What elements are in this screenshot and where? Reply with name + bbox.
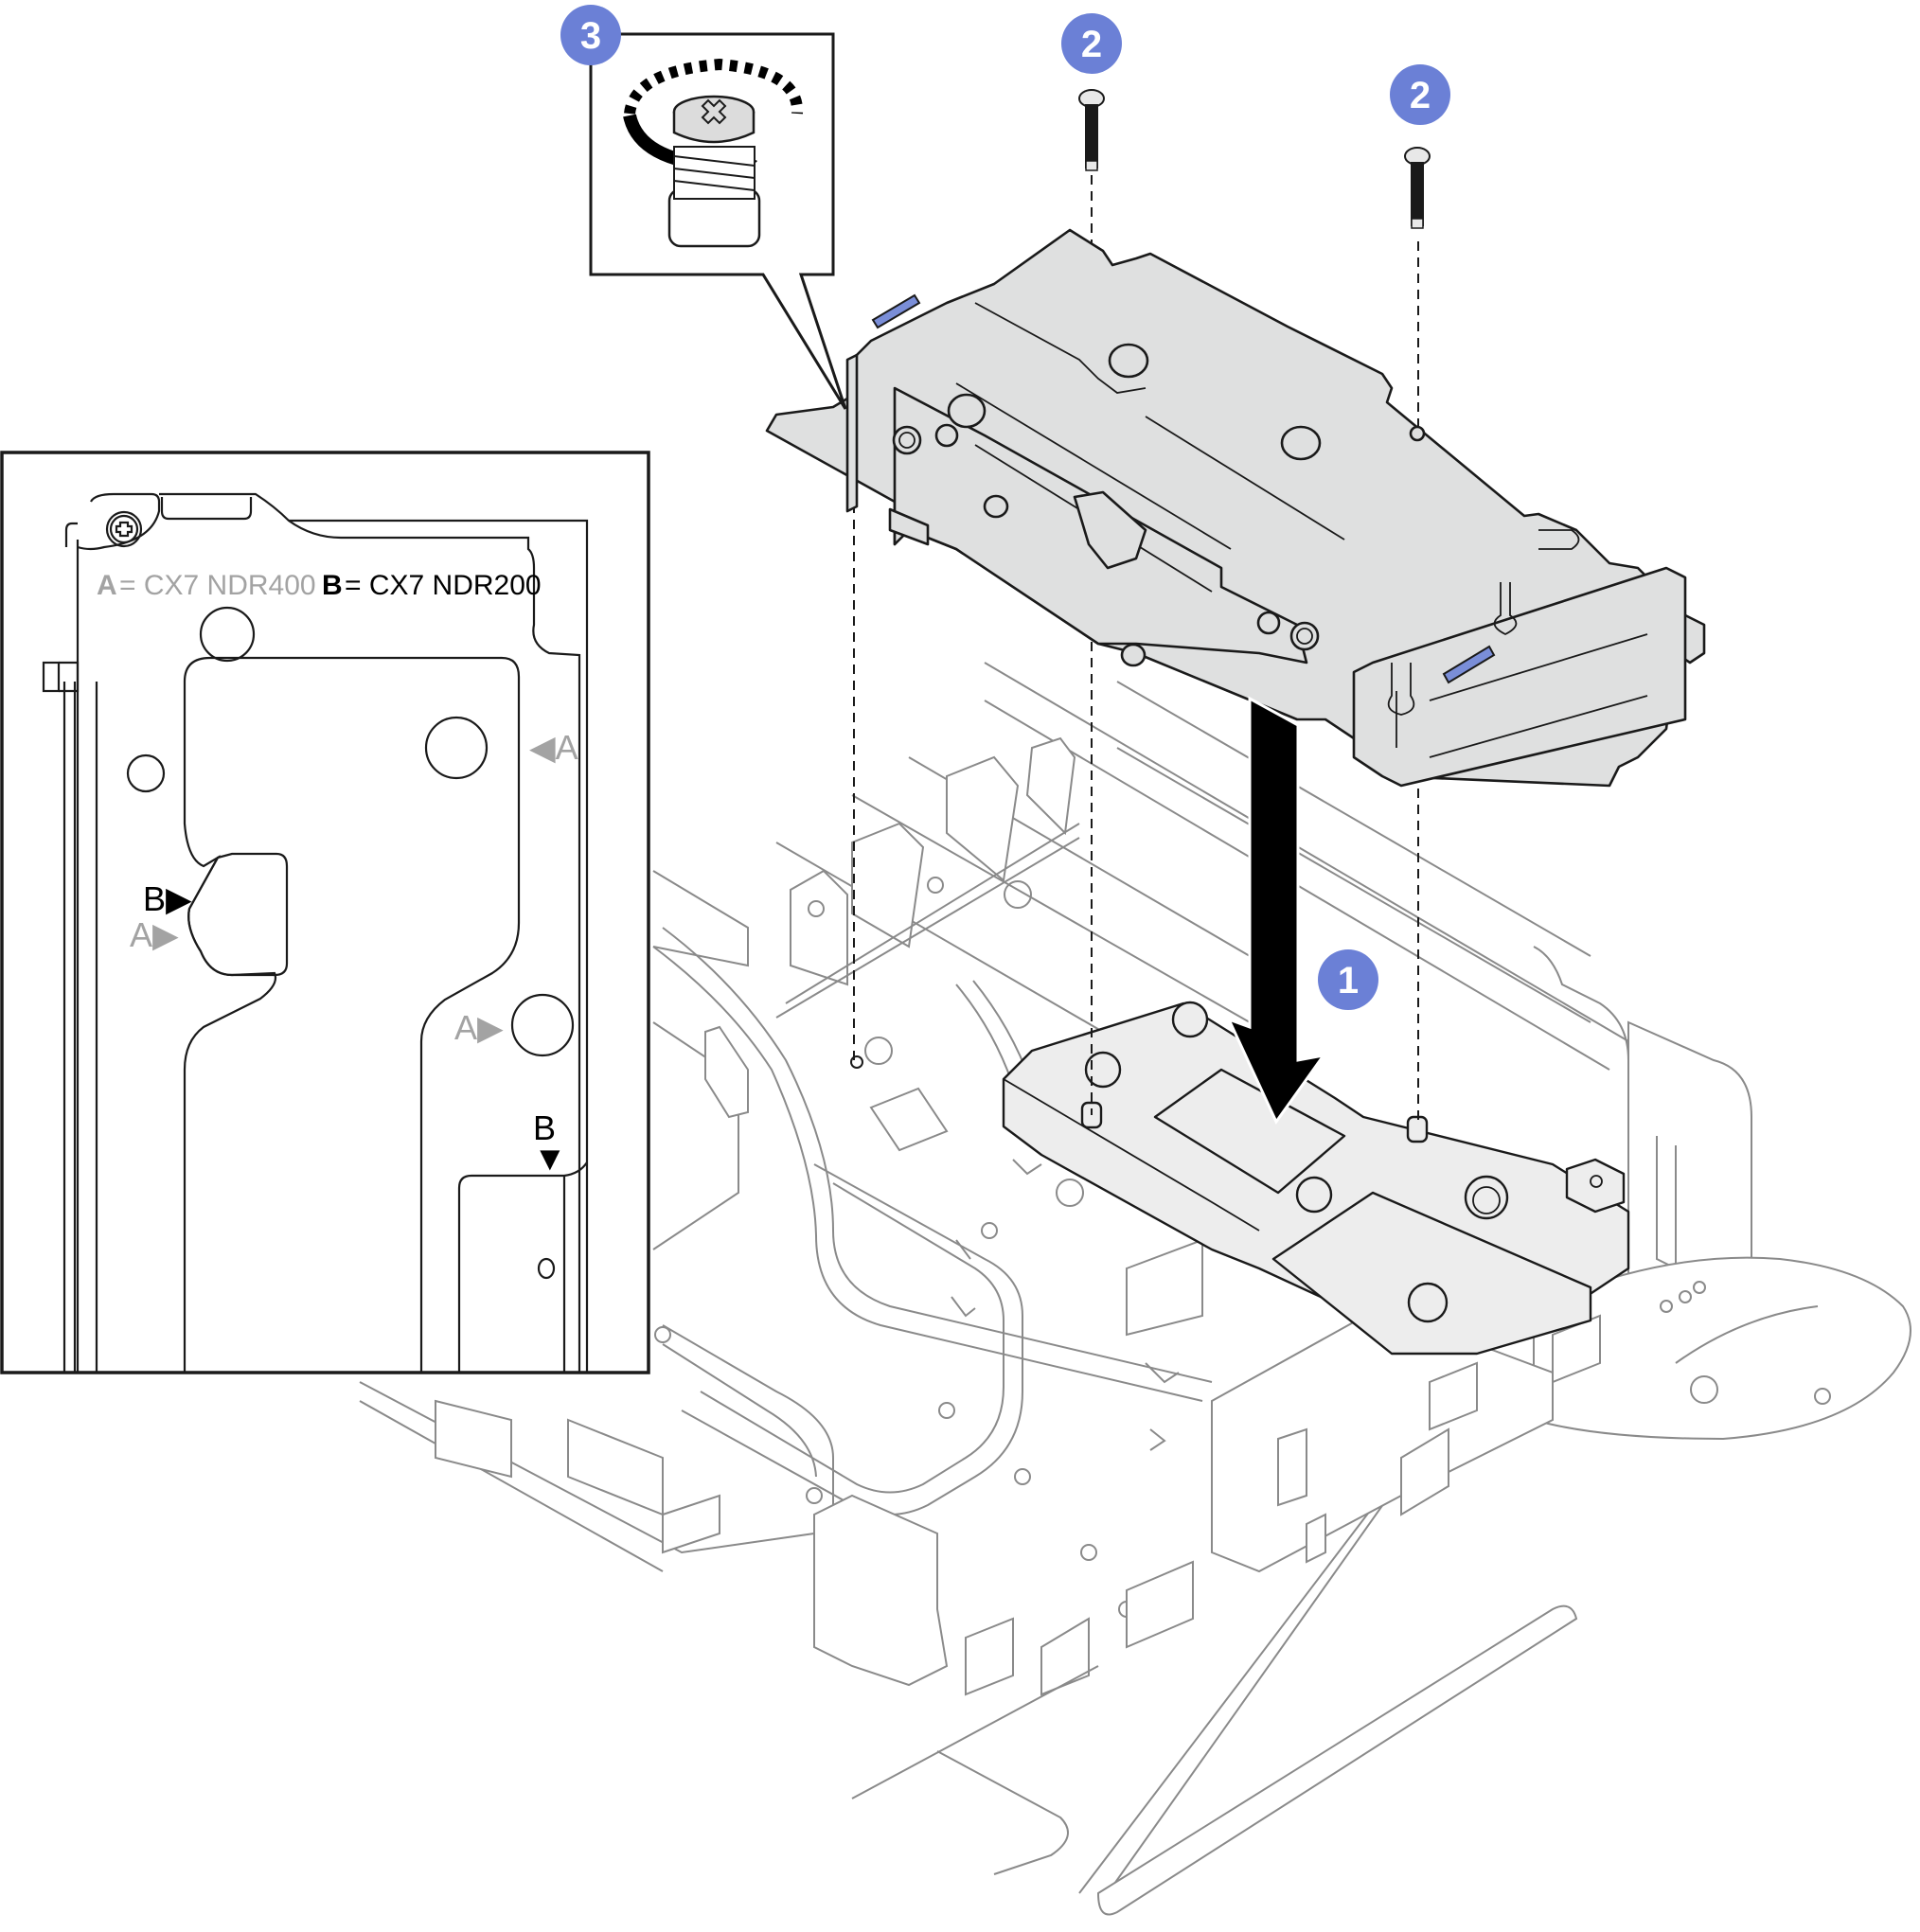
thumbscrew-detail-bubble xyxy=(589,32,847,410)
down-arrow-icon xyxy=(1226,696,1327,1125)
standoff xyxy=(1406,1115,1429,1143)
marker-b-label: B xyxy=(533,1108,556,1147)
screw-icon xyxy=(1404,147,1431,229)
callout-2-right: 2 xyxy=(1390,64,1450,125)
callout-2-right-number: 2 xyxy=(1410,75,1431,116)
callout-3-number: 3 xyxy=(580,15,601,57)
screw-icon xyxy=(1078,89,1105,171)
chassis-background xyxy=(359,662,1911,1916)
legend-a-text: = CX7 NDR400 xyxy=(119,570,316,601)
riser-cage xyxy=(765,228,1706,788)
callout-2-left-number: 2 xyxy=(1081,24,1102,65)
release-tab[interactable] xyxy=(871,293,921,329)
screw-hole xyxy=(850,1055,863,1069)
marker-a-right-pointing: A▶ xyxy=(130,915,179,954)
marker-b-right-pointing: B▶ xyxy=(143,879,192,918)
system-board-bracket xyxy=(1002,1001,1630,1356)
inset-detail-panel: A = CX7 NDR400 B = CX7 NDR200 ◀A B▶ A▶ A… xyxy=(0,451,650,1374)
callout-2-left: 2 xyxy=(1061,13,1122,74)
rear-io-panel xyxy=(1211,1281,1706,1573)
legend-a-key: A xyxy=(97,570,117,601)
release-tab[interactable] xyxy=(1442,645,1496,684)
callout-1: 1 xyxy=(1318,949,1378,1010)
callout-1-number: 1 xyxy=(1338,960,1359,1001)
legend-b-text: = CX7 NDR200 xyxy=(345,570,542,601)
marker-a-left-pointing: ◀A xyxy=(529,728,578,767)
marker-a-right-pointing-lower: A▶ xyxy=(454,1008,504,1047)
thumbscrew-icon xyxy=(667,95,761,248)
inset-screw xyxy=(105,510,143,548)
marker-b-down-pointing: ▼ xyxy=(533,1139,567,1178)
legend-b-key: B xyxy=(322,570,343,601)
memory-connector-block xyxy=(775,736,1080,1065)
callout-3: 3 xyxy=(560,5,621,65)
